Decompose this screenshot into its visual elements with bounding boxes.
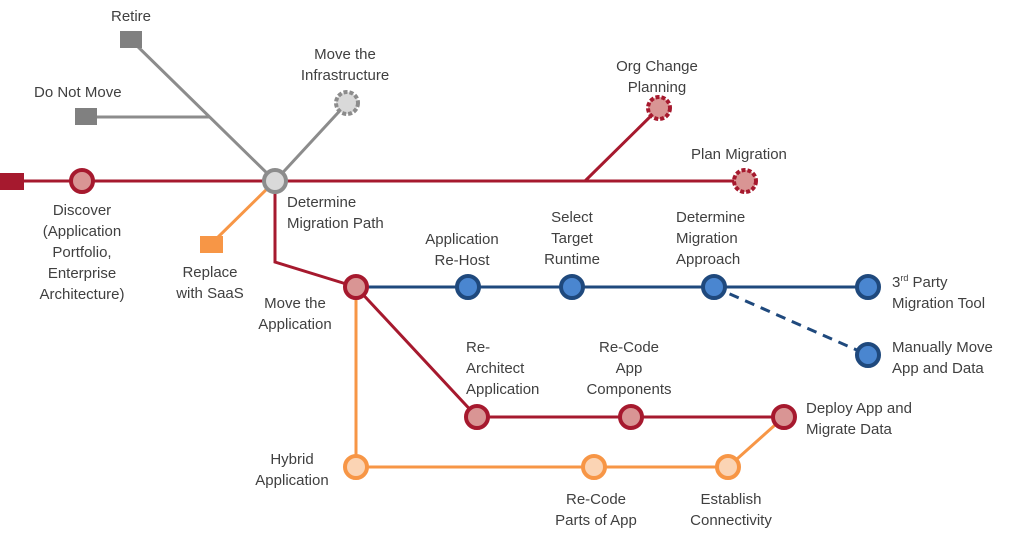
node-recode-parts — [581, 454, 607, 480]
label-do-not-move: Do Not Move — [34, 84, 122, 101]
node-hybrid — [343, 454, 369, 480]
node-rehost — [455, 274, 481, 300]
do-not-move-square — [75, 108, 97, 125]
node-discover — [69, 168, 95, 194]
node-move-app — [343, 274, 369, 300]
node-move-infra — [334, 90, 360, 116]
gray-line-infra — [273, 101, 349, 183]
red-line-rearchitect — [354, 285, 784, 419]
label-retire: Retire — [110, 8, 152, 25]
node-select-runtime — [559, 274, 585, 300]
orange-line-saas — [209, 179, 277, 246]
node-third-party — [855, 274, 881, 300]
red-line-move-app — [273, 181, 357, 289]
node-rearchitect — [464, 404, 490, 430]
red-line-org-change — [583, 106, 661, 183]
retire-square — [120, 31, 142, 48]
node-manual — [855, 342, 881, 368]
node-approach — [701, 274, 727, 300]
start-square — [0, 173, 24, 190]
label-plan-migration: Plan Migration — [691, 146, 787, 163]
gray-line-retire — [129, 38, 277, 183]
node-connectivity — [715, 454, 741, 480]
node-determine-path — [262, 168, 288, 194]
node-org-change — [646, 95, 672, 121]
node-plan-migration — [732, 168, 758, 194]
saas-square — [200, 236, 223, 253]
blue-dashed-line-manual — [713, 285, 869, 357]
node-deploy — [771, 404, 797, 430]
node-recode — [618, 404, 644, 430]
orange-line-hybrid — [354, 287, 785, 469]
